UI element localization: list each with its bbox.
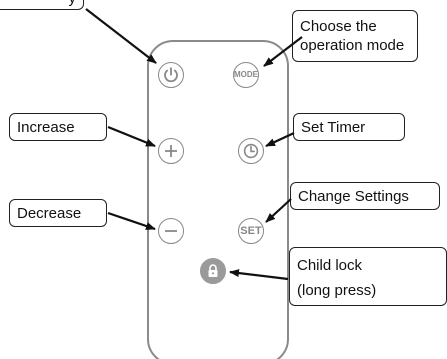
padlock-icon [208, 264, 218, 277]
arrow-to-power [85, 8, 157, 64]
callout-settings: Change Settings [290, 182, 440, 210]
minus-icon [165, 230, 177, 232]
child-lock-button[interactable] [200, 258, 226, 284]
power-button[interactable] [158, 62, 184, 88]
plus-icon [165, 145, 177, 157]
callout-child-lock-line1: Child lock [297, 257, 363, 274]
callout-power-cut: y [0, 0, 84, 10]
callout-timer-text: Set Timer [301, 118, 366, 136]
mode-button-label: MODE [234, 70, 258, 79]
callout-mode-line2: operation mode [300, 37, 405, 54]
power-icon [164, 67, 178, 83]
callout-mode: Choose the operation mode [292, 10, 418, 62]
callout-timer: Set Timer [293, 113, 405, 141]
set-button[interactable]: SET [238, 218, 264, 244]
mode-button[interactable]: MODE [233, 62, 259, 88]
timer-button[interactable] [238, 138, 264, 164]
callout-settings-text: Change Settings [298, 187, 409, 205]
increase-button[interactable] [158, 138, 184, 164]
callout-child-lock: Child lock (long press) [289, 247, 447, 306]
clock-icon [243, 143, 259, 159]
set-button-label: SET [240, 224, 262, 237]
callout-mode-line1: Choose the [300, 18, 377, 35]
callout-power-text: y [69, 0, 77, 8]
callout-increase: Increase [9, 113, 107, 141]
callout-decrease: Decrease [9, 199, 107, 227]
callout-decrease-text: Decrease [17, 204, 82, 222]
callout-increase-text: Increase [17, 118, 75, 136]
decrease-button[interactable] [158, 218, 184, 244]
callout-child-lock-line2: (long press) [297, 282, 377, 299]
